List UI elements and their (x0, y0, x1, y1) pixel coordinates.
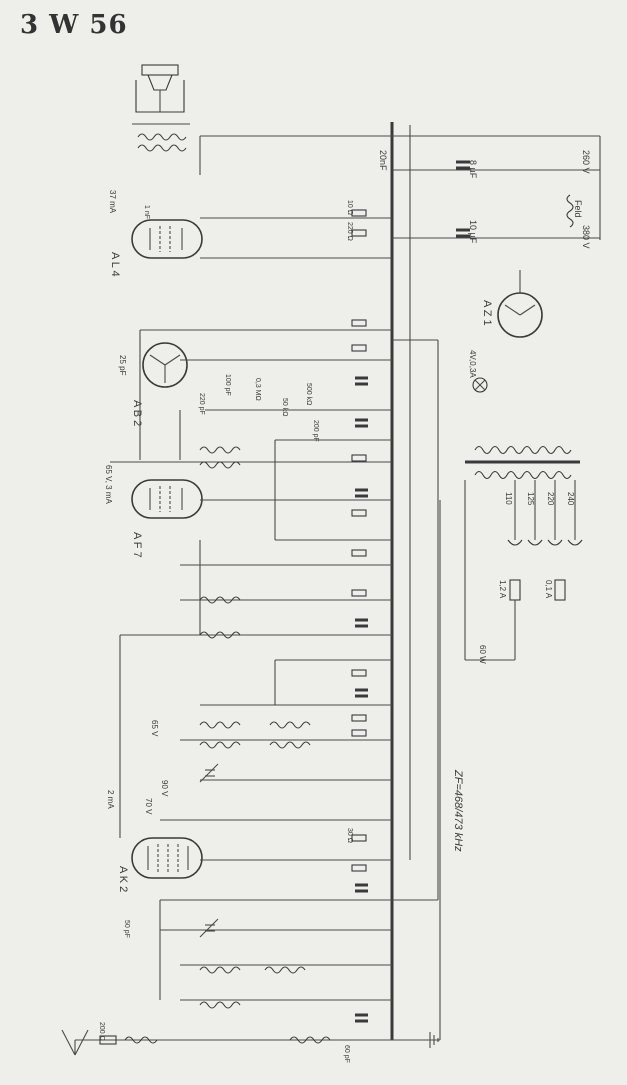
tube-label: A K 2 (117, 866, 129, 892)
lamp-label: 4V,0,3A (468, 350, 477, 378)
antenna-resistor-icon (99, 1035, 117, 1045)
speaker-icon (135, 64, 185, 113)
fuse-icon (554, 579, 566, 601)
wiring (100, 217, 441, 1041)
if-frequency-label: ZF=468/473 kHz (452, 769, 464, 852)
tap-label: 110 (504, 492, 513, 505)
tube-az1-icon (497, 270, 543, 338)
voltage-label: 380 V (581, 225, 591, 249)
filter-capacitor-icon (456, 160, 470, 238)
cap-label: 20nF (378, 150, 388, 171)
if-transformer-icon (124, 446, 331, 1044)
fuse-label: 1,2 A (498, 580, 507, 599)
tube-label: A Z 1 (481, 300, 493, 326)
cap-label: 25 pF (118, 355, 127, 376)
power-label: 60 W (478, 645, 487, 664)
field-coil-label: Feld (573, 200, 583, 218)
fuse-icon (509, 579, 521, 601)
tube-label: A L 4 (109, 252, 121, 277)
output-transformer-icon (132, 123, 190, 152)
current-label: 37 mA (108, 190, 117, 214)
cap-label: 60 pF (343, 1045, 350, 1063)
cap-label: 220 pF (198, 393, 205, 415)
resistor-label: 50 kΩ (281, 398, 288, 416)
tube-label: A F 7 (131, 532, 143, 558)
tap-label: 220 (546, 492, 555, 506)
power-transformer-icon (465, 445, 580, 480)
resistor-label: 30 Ω (346, 828, 353, 843)
tube-af7-icon (131, 479, 203, 519)
tube-ak2-icon (131, 837, 203, 879)
variable-capacitor-icon (199, 763, 219, 938)
component-ladder (351, 209, 368, 1023)
voltage-label: 70 V (144, 798, 153, 815)
cap-label: 200 pF (312, 420, 319, 442)
resistor-label: 220 Ω (346, 222, 353, 241)
fuse-label: 0,1 A (544, 580, 553, 599)
current-label: 2 mA (106, 790, 115, 809)
voltage-label: 65 V (150, 720, 159, 737)
voltage-label: 65 V, 3 mA (104, 465, 113, 505)
tube-label: A B 2 (131, 400, 143, 426)
resistor-label: 500 kΩ (305, 383, 312, 405)
field-coil-icon (566, 194, 574, 228)
resistor-label: 0,3 MΩ (254, 378, 261, 401)
tube-ab2-icon (142, 342, 188, 388)
voltage-label: 260 V (581, 150, 591, 174)
resistor-label: 200 Ω (98, 1022, 105, 1041)
tap-label: 240 (566, 492, 575, 506)
tap-label: 125 (526, 492, 535, 506)
cap-label: 8 µF (468, 160, 478, 179)
voltage-selector-icon (507, 480, 583, 546)
page-title: 3 W 56 (20, 10, 128, 40)
pilot-lamp-icon (472, 377, 488, 393)
cap-label: 100 pF (224, 374, 231, 396)
resistor-label: 10 Ω (346, 200, 353, 215)
cap-label: 1 nF (143, 205, 150, 219)
cap-label: 50 pF (123, 920, 130, 938)
voltage-label: 90 V (160, 780, 169, 797)
cap-label: 10 µF (468, 220, 478, 244)
ground-icon (429, 1032, 439, 1048)
tube-al4-icon (131, 219, 203, 259)
antenna-icon (61, 1029, 100, 1056)
